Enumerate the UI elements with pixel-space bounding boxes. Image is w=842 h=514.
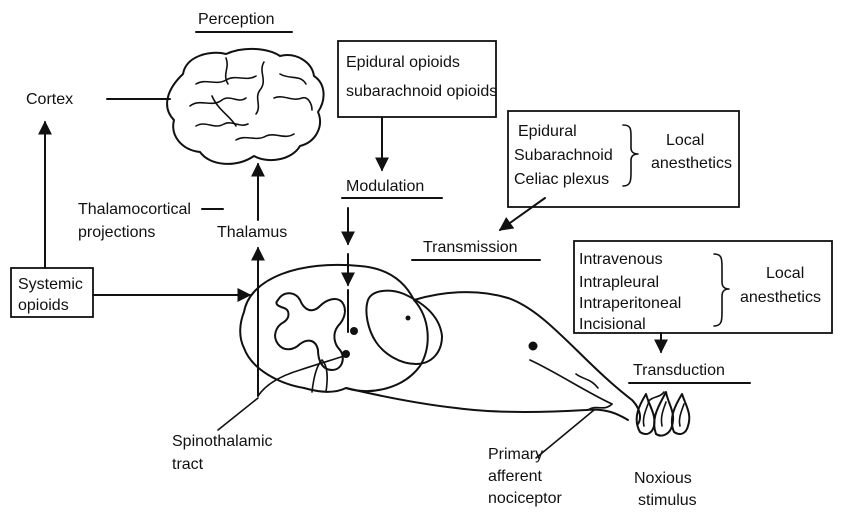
neuraxial-target-2: anesthetics xyxy=(651,155,732,172)
neuraxial-to-transmission-arrow xyxy=(500,198,545,230)
spinothalamic-label-1: Spinothalamic xyxy=(172,433,273,450)
systemic-opioids-label-1: Systemic xyxy=(18,276,83,293)
peripheral-brace xyxy=(714,254,729,326)
neuraxial-target-1: Local xyxy=(666,132,704,149)
modulation-label: Modulation xyxy=(346,178,424,195)
epidural-opioids-box xyxy=(338,41,496,117)
transmission-label: Transmission xyxy=(423,239,518,256)
transduction-label: Transduction xyxy=(633,362,725,379)
primary-afferent-pointer xyxy=(536,410,594,458)
systemic-opioids-label-2: opioids xyxy=(18,297,69,314)
noxious-label-2: stimulus xyxy=(638,492,697,509)
peripheral-route-incisional: Incisional xyxy=(579,316,646,333)
peripheral-target-2: anesthetics xyxy=(740,289,821,306)
neuraxial-route-list: Epidural Subarachnoid Celiac plexus xyxy=(514,123,613,188)
thalamocortical-label-2: projections xyxy=(78,224,155,241)
peripheral-route-intravenous: Intravenous xyxy=(579,251,663,268)
epidural-opioids-label-1: Epidural opioids xyxy=(346,54,460,71)
noxious-stimulus-flames-icon xyxy=(637,392,690,436)
epidural-opioids-label-2: subarachnoid opioids xyxy=(346,83,497,100)
synapse-node-1 xyxy=(350,327,358,335)
spinothalamic-label-2: tract xyxy=(172,456,204,473)
peripheral-route-intraperitoneal: Intraperitoneal xyxy=(579,295,681,312)
afferent-cell-body xyxy=(529,342,538,351)
neuraxial-route-celiac: Celiac plexus xyxy=(514,171,609,188)
neuraxial-route-epidural: Epidural xyxy=(518,123,577,140)
primary-afferent-label-1: Primary xyxy=(488,446,543,463)
thalamus-label: Thalamus xyxy=(217,224,287,241)
peripheral-target-1: Local xyxy=(766,265,804,282)
peripheral-route-intrapleural: Intrapleural xyxy=(579,274,659,291)
thalamocortical-label-1: Thalamocortical xyxy=(78,201,191,218)
cortex-label: Cortex xyxy=(26,91,73,108)
ganglion-node xyxy=(406,316,411,321)
neuraxial-route-subarachnoid: Subarachnoid xyxy=(514,147,613,164)
perception-label: Perception xyxy=(198,11,275,28)
spinal-cord-cross-section xyxy=(240,265,442,392)
peripheral-route-list: Intravenous Intrapleural Intraperitoneal… xyxy=(579,251,681,333)
primary-afferent-label-2: afferent xyxy=(488,468,543,485)
noxious-label-1: Noxious xyxy=(634,470,692,487)
primary-afferent-label-3: nociceptor xyxy=(488,490,562,507)
spinothalamic-pointer xyxy=(218,398,258,430)
brain-illustration xyxy=(167,49,323,164)
neuraxial-brace xyxy=(623,125,638,186)
